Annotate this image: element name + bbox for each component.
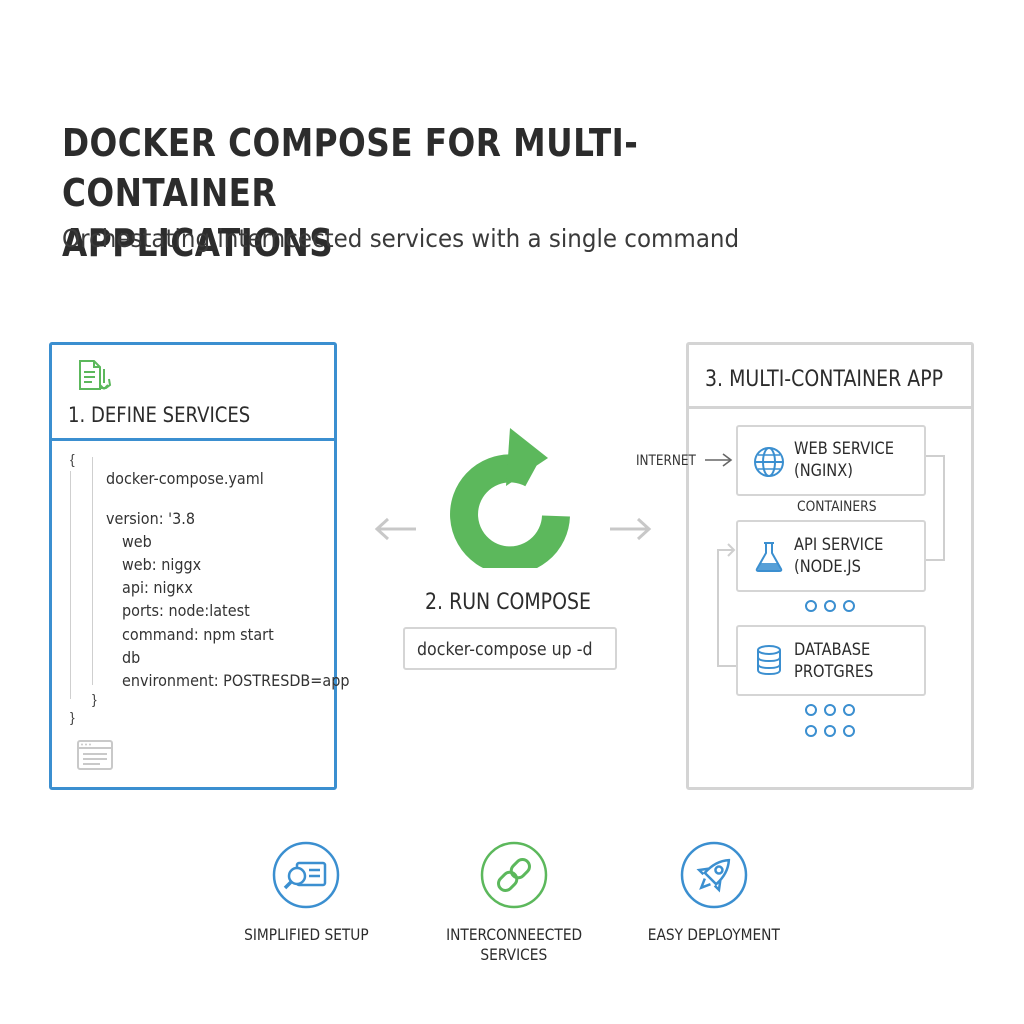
code-line: version: '3.8 <box>106 509 196 528</box>
status-dots <box>805 704 855 737</box>
code-line: db <box>122 648 141 667</box>
code-line: environment: POSTRESDB=app <box>122 671 350 690</box>
window-icon <box>77 740 113 770</box>
title-line-2: APPLICATIONS <box>62 221 334 265</box>
search-card-icon <box>272 841 340 909</box>
database-icon <box>757 645 781 676</box>
arrow-right-icon <box>610 517 652 541</box>
code-line: ports: node:latest <box>122 601 250 620</box>
arrow-right-icon <box>705 453 733 467</box>
status-dots <box>805 600 855 612</box>
page-subtitle: Orchestating interncected services with … <box>62 224 740 253</box>
run-compose-title: 2. RUN COMPOSE <box>425 590 591 615</box>
multi-container-title: 3. MULTI-CONTAINER APP <box>705 367 944 392</box>
web-service-name: WEB SERVICE <box>794 439 895 459</box>
feature-label-line1: INTERCONNEECTED <box>445 925 583 944</box>
service-connectors <box>717 455 945 667</box>
open-brace: { <box>70 451 75 467</box>
feature-label: SIMPLIFIED SETUP <box>243 925 369 944</box>
define-services-header: 1. DEFINE SERVICES <box>52 345 334 441</box>
feature-simplified-setup: SIMPLIFIED SETUP <box>220 925 392 945</box>
define-services-panel: 1. DEFINE SERVICES { docker-compose.yaml… <box>49 342 349 790</box>
title-line-1: DOCKER COMPOSE FOR MULTI-CONTAINER <box>62 121 639 215</box>
define-services-title: 1. DEFINE SERVICES <box>68 403 251 427</box>
compose-file-code: { docker-compose.yaml version: '3.8 web … <box>52 441 349 741</box>
api-service-name: API SERVICE <box>794 535 884 555</box>
code-line: web <box>122 532 152 551</box>
feature-label-line2: SERVICES <box>480 945 548 964</box>
feature-easy-deployment: EASY DEPLOYMENT <box>630 925 798 945</box>
internet-text: INTERNET <box>636 453 696 469</box>
flask-icon <box>755 542 783 572</box>
indent-guide <box>70 471 71 699</box>
containers-label: CONTAINERS <box>797 499 877 515</box>
globe-icon <box>754 447 784 477</box>
document-download-icon <box>79 360 112 390</box>
database-tech: PROTGRES <box>794 662 874 682</box>
arrow-left-icon <box>374 517 416 541</box>
database-name: DATABASE <box>794 640 871 660</box>
multi-container-header: 3. MULTI-CONTAINER APP <box>689 345 971 409</box>
compose-command: docker-compose up -d <box>417 639 593 660</box>
indent-guide <box>92 457 93 685</box>
api-service-card: API SERVICE (NODE.JS <box>736 520 926 592</box>
feature-interconnected-services: INTERCONNEECTED SERVICES <box>426 925 602 965</box>
rocket-icon <box>680 841 748 909</box>
code-line: command: npm start <box>122 625 274 644</box>
web-service-tech: (NGINX) <box>794 461 853 481</box>
code-line: web: niggx <box>122 555 202 574</box>
api-service-tech: (NODE.JS <box>794 557 861 577</box>
close-brace-inner: } <box>92 691 97 707</box>
close-brace: } <box>70 709 75 725</box>
refresh-cycle-icon <box>450 428 570 568</box>
web-service-card: WEB SERVICE (NGINX) <box>736 425 926 496</box>
link-icon <box>480 841 548 909</box>
compose-command-box: docker-compose up -d <box>403 627 617 670</box>
database-card: DATABASE PROTGRES <box>736 625 926 696</box>
feature-label: EASY DEPLOYMENT <box>647 925 781 944</box>
internet-label: INTERNET <box>636 453 696 469</box>
code-line: api: nigкx <box>122 578 193 597</box>
file-name-line: docker-compose.yaml <box>106 469 264 488</box>
page-title: DOCKER COMPOSE FOR MULTI-CONTAINER APPLI… <box>62 118 836 268</box>
